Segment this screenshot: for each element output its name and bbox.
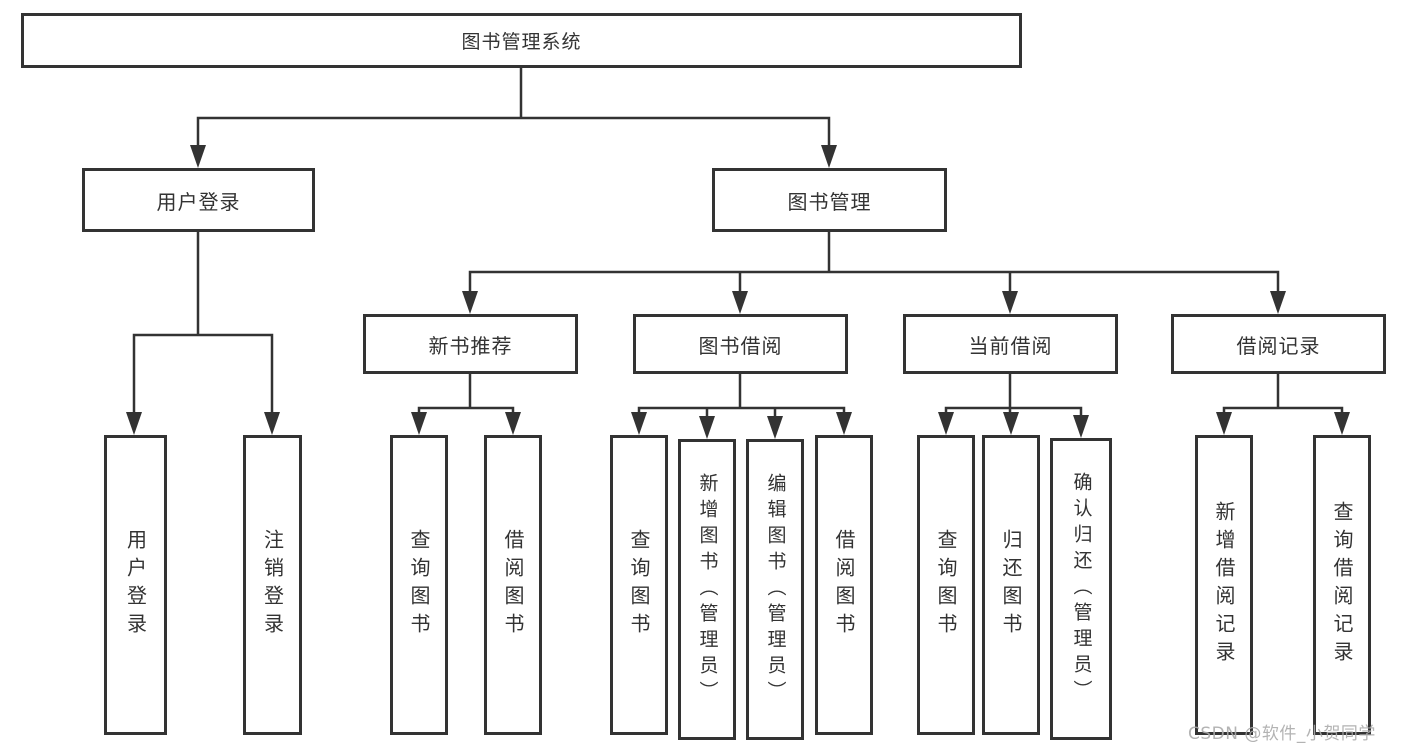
node-logout-leaf: 注销登录	[243, 435, 302, 735]
node-borrowing-query-books: 查询图书	[610, 435, 668, 735]
arrow-down-icon	[462, 291, 478, 314]
node-borrowing-records: 借阅记录	[1171, 314, 1386, 374]
node-current-return-books: 归还图书	[982, 435, 1040, 735]
arrow-down-icon	[1002, 291, 1018, 314]
arrow-down-icon	[505, 412, 521, 435]
arrow-down-icon	[631, 412, 647, 435]
node-current-borrowing: 当前借阅	[903, 314, 1118, 374]
arrow-down-icon	[732, 291, 748, 314]
node-user-login-branch: 用户登录	[82, 168, 315, 232]
arrow-down-icon	[938, 412, 954, 435]
node-borrowing-add-books-admin: 新增图书（管理员）	[678, 439, 736, 740]
node-book-management: 图书管理	[712, 168, 947, 232]
node-current-query-books: 查询图书	[917, 435, 975, 735]
node-current-confirm-return-admin: 确认归还（管理员）	[1050, 438, 1112, 740]
arrow-down-icon	[1073, 415, 1089, 438]
arrow-down-icon	[699, 416, 715, 439]
node-recommend-query-books: 查询图书	[390, 435, 448, 735]
csdn-watermark: CSDN @软件_小贺同学	[1188, 724, 1376, 744]
node-recommend-borrow-books: 借阅图书	[484, 435, 542, 735]
arrow-down-icon	[264, 412, 280, 435]
node-records-query-record: 查询借阅记录	[1313, 435, 1371, 735]
node-library-management-system: 图书管理系统	[21, 13, 1022, 68]
node-book-borrowing: 图书借阅	[633, 314, 848, 374]
arrow-down-icon	[1003, 412, 1019, 435]
node-user-login-leaf: 用户登录	[104, 435, 167, 735]
arrow-down-icon	[411, 412, 427, 435]
arrow-down-icon	[1216, 412, 1232, 435]
arrow-down-icon	[767, 416, 783, 439]
arrow-down-icon	[821, 145, 837, 168]
arrow-down-icon	[1334, 412, 1350, 435]
arrow-down-icon	[836, 412, 852, 435]
node-new-book-recommend: 新书推荐	[363, 314, 578, 374]
arrow-down-icon	[190, 145, 206, 168]
node-borrowing-borrow-books: 借阅图书	[815, 435, 873, 735]
arrow-down-icon	[1270, 291, 1286, 314]
node-records-add-record: 新增借阅记录	[1195, 435, 1253, 735]
arrow-down-icon	[126, 412, 142, 435]
node-borrowing-edit-books-admin: 编辑图书（管理员）	[746, 439, 804, 740]
